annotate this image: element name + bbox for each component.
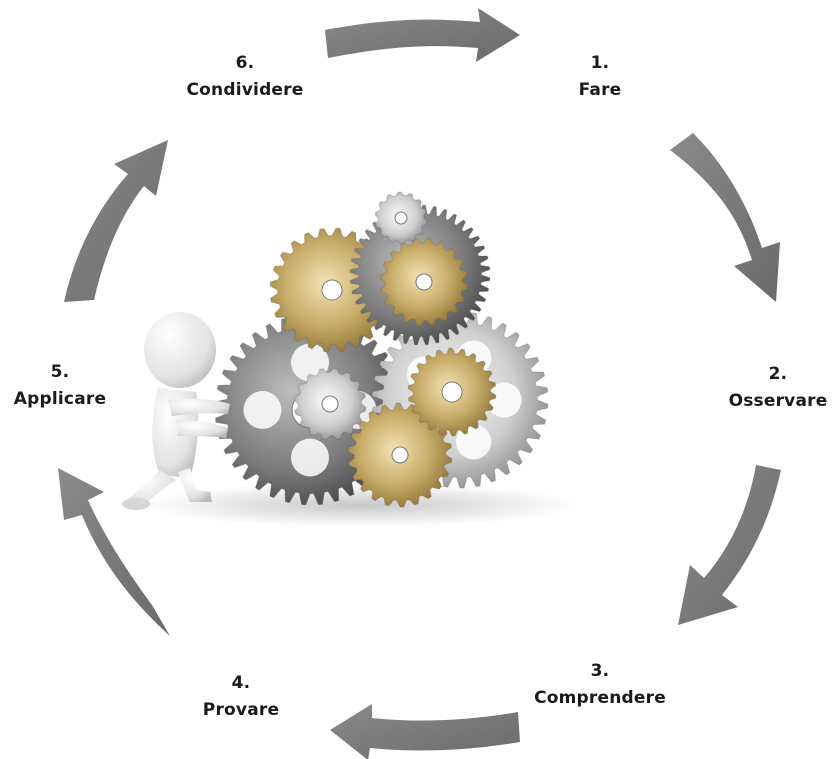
step-6-number: 6. [235, 53, 255, 73]
arrow-applicare-to-condividere [64, 140, 168, 302]
step-6-label: 6. Condividere [172, 50, 318, 104]
gear-gold-top [379, 237, 469, 327]
step-2-label: 2. Osservare [722, 361, 834, 415]
gear-small-top [374, 191, 428, 245]
step-4-label: 4. Provare [186, 670, 296, 724]
arrow-fare-to-osservare [670, 133, 780, 302]
arrow-provare-to-applicare [58, 468, 170, 636]
step-1-number: 1. [590, 53, 610, 73]
arrow-condividere-to-fare [325, 8, 520, 62]
step-3-name: Comprendere [534, 688, 666, 708]
gear-gold-right [407, 347, 497, 437]
step-3-label: 3. Comprendere [522, 658, 678, 712]
step-6-name: Condividere [186, 80, 304, 100]
step-3-number: 3. [590, 661, 610, 681]
step-2-name: Osservare [728, 391, 828, 411]
step-4-number: 4. [231, 673, 251, 693]
step-2-number: 2. [768, 364, 788, 384]
step-5-number: 5. [50, 362, 70, 382]
step-5-name: Applicare [13, 389, 107, 409]
ground-shadow [140, 483, 580, 527]
step-1-label: 1. Fare [548, 50, 652, 104]
person-figure [122, 312, 230, 510]
arrow-osservare-to-comprendere [678, 465, 781, 625]
gear-gold-lower [347, 402, 453, 508]
step-4-name: Provare [202, 700, 280, 720]
step-1-name: Fare [578, 80, 622, 100]
arrow-comprendere-to-provare [330, 704, 520, 759]
gear-silver-small [293, 367, 367, 441]
step-5-label: 5. Applicare [4, 359, 116, 413]
